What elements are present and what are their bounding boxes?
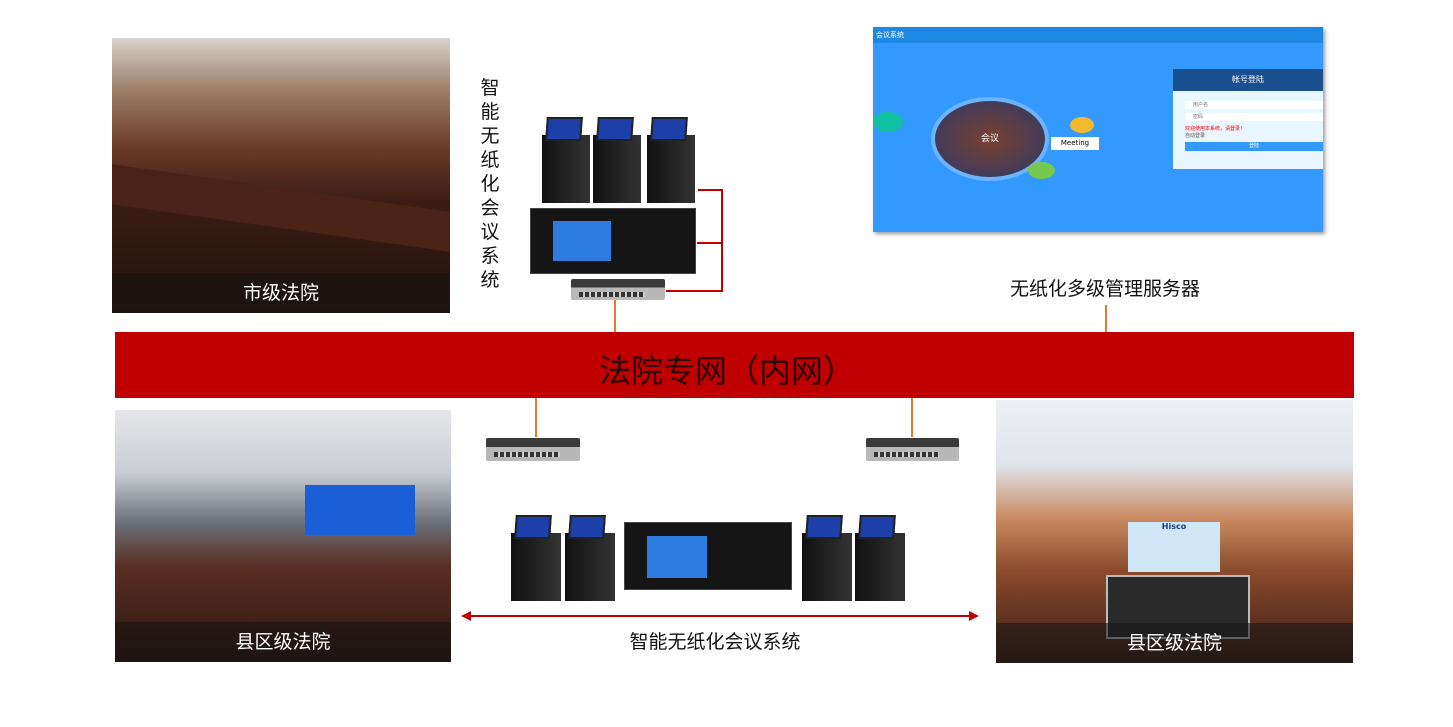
screen-brand: Hisco <box>1128 522 1220 572</box>
county-court-caption-right: 县区级法院 <box>996 623 1353 663</box>
connector-line <box>614 300 616 333</box>
network-switch <box>571 279 665 300</box>
decor-circle <box>873 112 903 132</box>
welcome-text: 欢迎使用本系统，请登录！ <box>1185 126 1246 132</box>
city-court-photo: 市级法院 <box>112 38 450 313</box>
arrow-left-icon <box>461 611 471 621</box>
auto-login-checkbox[interactable]: 自动登录 <box>1185 133 1206 139</box>
network-label: 法院专网（内网） <box>598 352 855 390</box>
server-screenshot: 会议系统 会议 Meeting 帐号登陆 欢迎使用本系统，请登录！ 自动登录 登… <box>873 27 1323 232</box>
network-switch <box>486 438 580 461</box>
connector-line <box>697 242 722 244</box>
county-court-photo-right: Hisco 县区级法院 <box>996 400 1353 663</box>
window-title: 会议系统 <box>873 27 1323 43</box>
username-input[interactable] <box>1185 101 1323 109</box>
lift-monitor <box>565 515 615 601</box>
connector-line <box>911 398 913 437</box>
conference-host <box>530 208 696 274</box>
arrow-right-icon <box>969 611 979 621</box>
connector-line <box>535 398 537 437</box>
connector-line <box>698 189 722 191</box>
server-label: 无纸化多级管理服务器 <box>1009 278 1200 300</box>
login-title: 帐号登陆 <box>1173 69 1323 91</box>
connector-line <box>1105 305 1107 350</box>
network-switch <box>866 438 959 461</box>
county-court-caption-left: 县区级法院 <box>115 622 451 662</box>
meeting-card: Meeting <box>1051 137 1099 150</box>
connector-line <box>666 290 722 292</box>
led-screen <box>305 485 415 535</box>
bottom-system-label: 智能无纸化会议系统 <box>629 631 801 653</box>
decor-circle <box>1070 117 1094 133</box>
lift-monitor <box>542 117 590 203</box>
lift-monitor <box>593 117 641 203</box>
conference-table <box>112 164 450 252</box>
paperless-system-vertical-label: 智能无纸化会议系统 <box>480 77 500 291</box>
password-input[interactable] <box>1185 113 1323 121</box>
court-network-band: 法院专网（内网） <box>115 332 1354 398</box>
county-court-photo-left: 县区级法院 <box>115 410 451 662</box>
login-panel: 帐号登陆 欢迎使用本系统，请登录！ 自动登录 登陆 <box>1173 69 1323 169</box>
double-arrow-line <box>470 615 970 617</box>
lift-monitor <box>647 117 695 203</box>
lift-monitor <box>511 515 561 601</box>
lift-monitor <box>855 515 905 601</box>
city-court-caption: 市级法院 <box>112 273 450 313</box>
lift-monitor <box>802 515 852 601</box>
decor-circle <box>1028 162 1055 179</box>
conference-host <box>624 522 792 590</box>
connector-line <box>721 189 723 292</box>
login-button[interactable]: 登陆 <box>1185 142 1323 151</box>
